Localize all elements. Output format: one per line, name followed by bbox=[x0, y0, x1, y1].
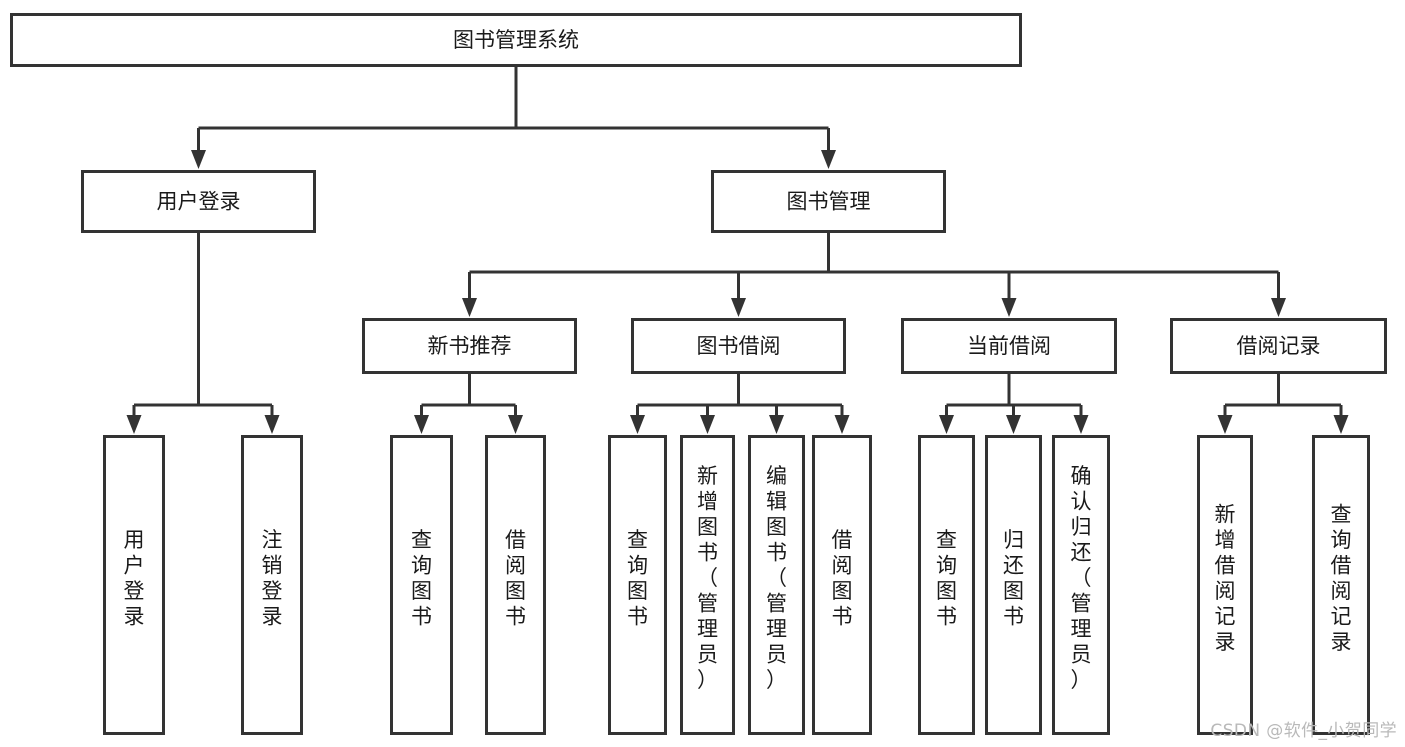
node-leaf-edit-book-admin[interactable]: 编辑图书（管理员） bbox=[748, 435, 805, 735]
node-box-book-manage bbox=[711, 170, 946, 233]
node-leaf-query-book-borrow[interactable]: 查询图书 bbox=[608, 435, 667, 735]
node-label-borrow-record: 借阅记录 bbox=[1237, 334, 1321, 358]
node-label-leaf-query-book-borrow: 查询图书 bbox=[627, 528, 648, 629]
node-label-leaf-borrow-book-rec: 借阅图书 bbox=[505, 528, 526, 629]
node-leaf-user-login[interactable]: 用户登录 bbox=[103, 435, 165, 735]
nodes-layer: 图书管理系统用户登录图书管理新书推荐图书借阅当前借阅借阅记录用户登录注销登录查询… bbox=[10, 13, 1387, 735]
connector-group-root bbox=[191, 67, 836, 169]
node-leaf-confirm-return-admin[interactable]: 确认归还（管理员） bbox=[1052, 435, 1110, 735]
node-box-leaf-add-borrow-record bbox=[1197, 435, 1253, 735]
node-label-new-book-recommend: 新书推荐 bbox=[428, 334, 512, 358]
node-leaf-add-borrow-record[interactable]: 新增借阅记录 bbox=[1197, 435, 1253, 735]
node-label-leaf-query-book-rec: 查询图书 bbox=[411, 528, 432, 629]
connector-group-book-borrow bbox=[630, 374, 850, 434]
node-book-borrow[interactable]: 图书借阅 bbox=[631, 318, 846, 374]
arrow-head-icon bbox=[939, 415, 954, 434]
node-label-leaf-confirm-return-admin: 确认归还（管理员） bbox=[1071, 464, 1092, 692]
arrow-head-icon bbox=[191, 150, 206, 169]
node-box-leaf-edit-book-admin bbox=[748, 435, 805, 735]
connector-group-book-manage bbox=[462, 233, 1286, 317]
node-box-current-borrow bbox=[901, 318, 1117, 374]
node-label-book-borrow: 图书借阅 bbox=[697, 334, 781, 358]
arrow-head-icon bbox=[630, 415, 645, 434]
node-leaf-query-book-current[interactable]: 查询图书 bbox=[918, 435, 975, 735]
connector-group-current-borrow bbox=[939, 374, 1089, 434]
arrow-head-icon bbox=[1271, 298, 1286, 317]
arrow-head-icon bbox=[700, 415, 715, 434]
node-leaf-borrow-book-rec[interactable]: 借阅图书 bbox=[485, 435, 546, 735]
node-box-borrow-record bbox=[1170, 318, 1387, 374]
arrow-head-icon bbox=[1073, 415, 1089, 434]
node-label-leaf-query-borrow-record: 查询借阅记录 bbox=[1331, 502, 1352, 654]
arrow-head-icon bbox=[821, 150, 836, 169]
node-label-root: 图书管理系统 bbox=[453, 28, 579, 52]
arrow-head-icon bbox=[1333, 415, 1349, 434]
node-box-root bbox=[10, 13, 1022, 67]
node-user-login[interactable]: 用户登录 bbox=[81, 170, 316, 233]
node-box-leaf-query-book-current bbox=[918, 435, 975, 735]
node-new-book-recommend[interactable]: 新书推荐 bbox=[362, 318, 577, 374]
node-box-leaf-query-borrow-record bbox=[1312, 435, 1370, 735]
connectors-layer bbox=[126, 67, 1349, 434]
node-label-leaf-edit-book-admin: 编辑图书（管理员） bbox=[766, 464, 787, 692]
arrow-head-icon bbox=[1006, 415, 1021, 434]
node-box-leaf-query-book-rec bbox=[390, 435, 453, 735]
node-box-book-borrow bbox=[631, 318, 846, 374]
node-label-leaf-user-logout: 注销登录 bbox=[262, 528, 283, 629]
arrow-head-icon bbox=[462, 298, 477, 317]
node-book-manage[interactable]: 图书管理 bbox=[711, 170, 946, 233]
watermark-text: CSDN @软件_小贺同学 bbox=[1210, 721, 1397, 741]
node-box-leaf-borrow-book bbox=[812, 435, 872, 735]
node-box-user-login bbox=[81, 170, 316, 233]
node-leaf-add-book-admin[interactable]: 新增图书（管理员） bbox=[680, 435, 735, 735]
arrow-head-icon bbox=[834, 415, 850, 434]
node-borrow-record[interactable]: 借阅记录 bbox=[1170, 318, 1387, 374]
node-box-leaf-query-book-borrow bbox=[608, 435, 667, 735]
node-box-leaf-return-book bbox=[985, 435, 1042, 735]
connector-group-borrow-record bbox=[1217, 374, 1349, 434]
node-label-leaf-add-book-admin: 新增图书（管理员） bbox=[697, 464, 718, 692]
arrow-head-icon bbox=[126, 415, 142, 434]
node-label-current-borrow: 当前借阅 bbox=[967, 334, 1051, 358]
node-box-leaf-add-book-admin bbox=[680, 435, 735, 735]
node-box-leaf-user-login bbox=[103, 435, 165, 735]
node-label-user-login: 用户登录 bbox=[157, 190, 241, 214]
arrow-head-icon bbox=[731, 298, 746, 317]
arrow-head-icon bbox=[264, 415, 280, 434]
connector-group-new-book-recommend bbox=[414, 374, 523, 434]
node-label-leaf-return-book: 归还图书 bbox=[1003, 528, 1024, 629]
node-box-new-book-recommend bbox=[362, 318, 577, 374]
arrow-head-icon bbox=[769, 415, 784, 434]
arrow-head-icon bbox=[1217, 415, 1233, 434]
node-label-book-manage: 图书管理 bbox=[787, 190, 871, 214]
node-current-borrow[interactable]: 当前借阅 bbox=[901, 318, 1117, 374]
node-leaf-borrow-book[interactable]: 借阅图书 bbox=[812, 435, 872, 735]
node-leaf-user-logout[interactable]: 注销登录 bbox=[241, 435, 303, 735]
node-leaf-query-book-rec[interactable]: 查询图书 bbox=[390, 435, 453, 735]
node-box-leaf-user-logout bbox=[241, 435, 303, 735]
node-label-leaf-borrow-book: 借阅图书 bbox=[832, 528, 853, 629]
connector-group-user-login bbox=[126, 233, 280, 434]
node-root[interactable]: 图书管理系统 bbox=[10, 13, 1022, 67]
node-leaf-return-book[interactable]: 归还图书 bbox=[985, 435, 1042, 735]
node-label-leaf-add-borrow-record: 新增借阅记录 bbox=[1215, 502, 1236, 654]
node-box-leaf-borrow-book-rec bbox=[485, 435, 546, 735]
node-leaf-query-borrow-record[interactable]: 查询借阅记录 bbox=[1312, 435, 1370, 735]
arrow-head-icon bbox=[414, 415, 429, 434]
arrow-head-icon bbox=[1001, 298, 1017, 317]
node-label-leaf-query-book-current: 查询图书 bbox=[936, 528, 957, 629]
node-label-leaf-user-login: 用户登录 bbox=[124, 528, 145, 629]
node-box-leaf-confirm-return-admin bbox=[1052, 435, 1110, 735]
arrow-head-icon bbox=[508, 415, 523, 434]
